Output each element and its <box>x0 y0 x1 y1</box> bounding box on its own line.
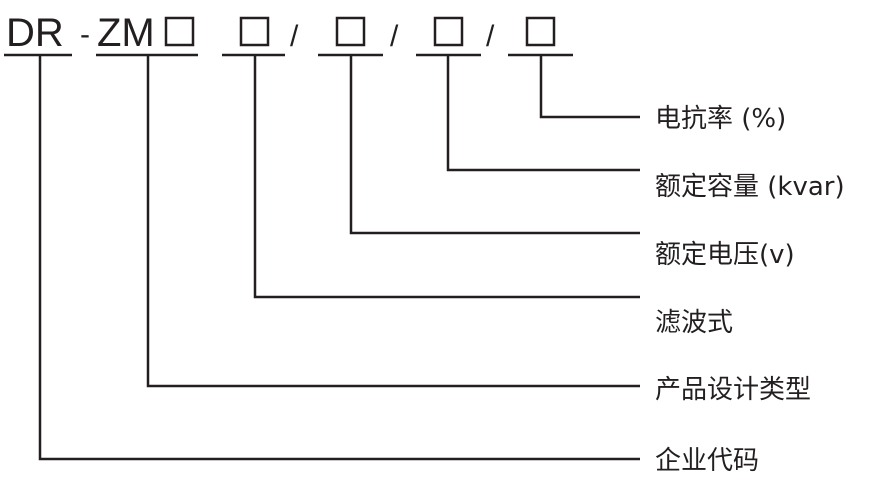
code-prefix: DR <box>6 11 64 55</box>
labels: 电抗率 (%) 额定容量 (kvar) 额定电压(v) 滤波式 产品设计类型 企… <box>655 104 845 476</box>
leader-rated-capacity <box>446 55 640 172</box>
placeholder-box-1 <box>164 16 195 47</box>
code-series: ZM <box>97 11 155 55</box>
slash-2: / <box>390 20 399 53</box>
slash-3: / <box>486 20 495 53</box>
placeholder-box-capacity <box>433 16 464 47</box>
leader-product-design-type <box>146 55 640 388</box>
label-filter-type: 滤波式 <box>655 308 733 338</box>
leader-company-code <box>38 55 640 461</box>
label-product-design-type: 产品设计类型 <box>655 375 811 405</box>
model-code-header: DR - ZM / / / <box>6 11 556 55</box>
label-rated-voltage: 额定电压(v) <box>655 240 795 270</box>
label-company-code: 企业代码 <box>655 446 759 476</box>
label-rated-capacity: 额定容量 (kvar) <box>655 172 845 202</box>
placeholder-box-voltage <box>335 16 366 47</box>
placeholder-box-filter <box>239 16 270 47</box>
leader-lines <box>38 55 640 461</box>
code-dash: - <box>80 18 90 51</box>
placeholder-box-reactance <box>525 16 556 47</box>
leader-filter-type <box>253 55 640 299</box>
leader-rated-voltage <box>349 55 640 235</box>
label-reactance-rate: 电抗率 (%) <box>655 104 786 134</box>
leader-reactance-rate <box>539 55 640 119</box>
slash-1: / <box>290 20 299 53</box>
